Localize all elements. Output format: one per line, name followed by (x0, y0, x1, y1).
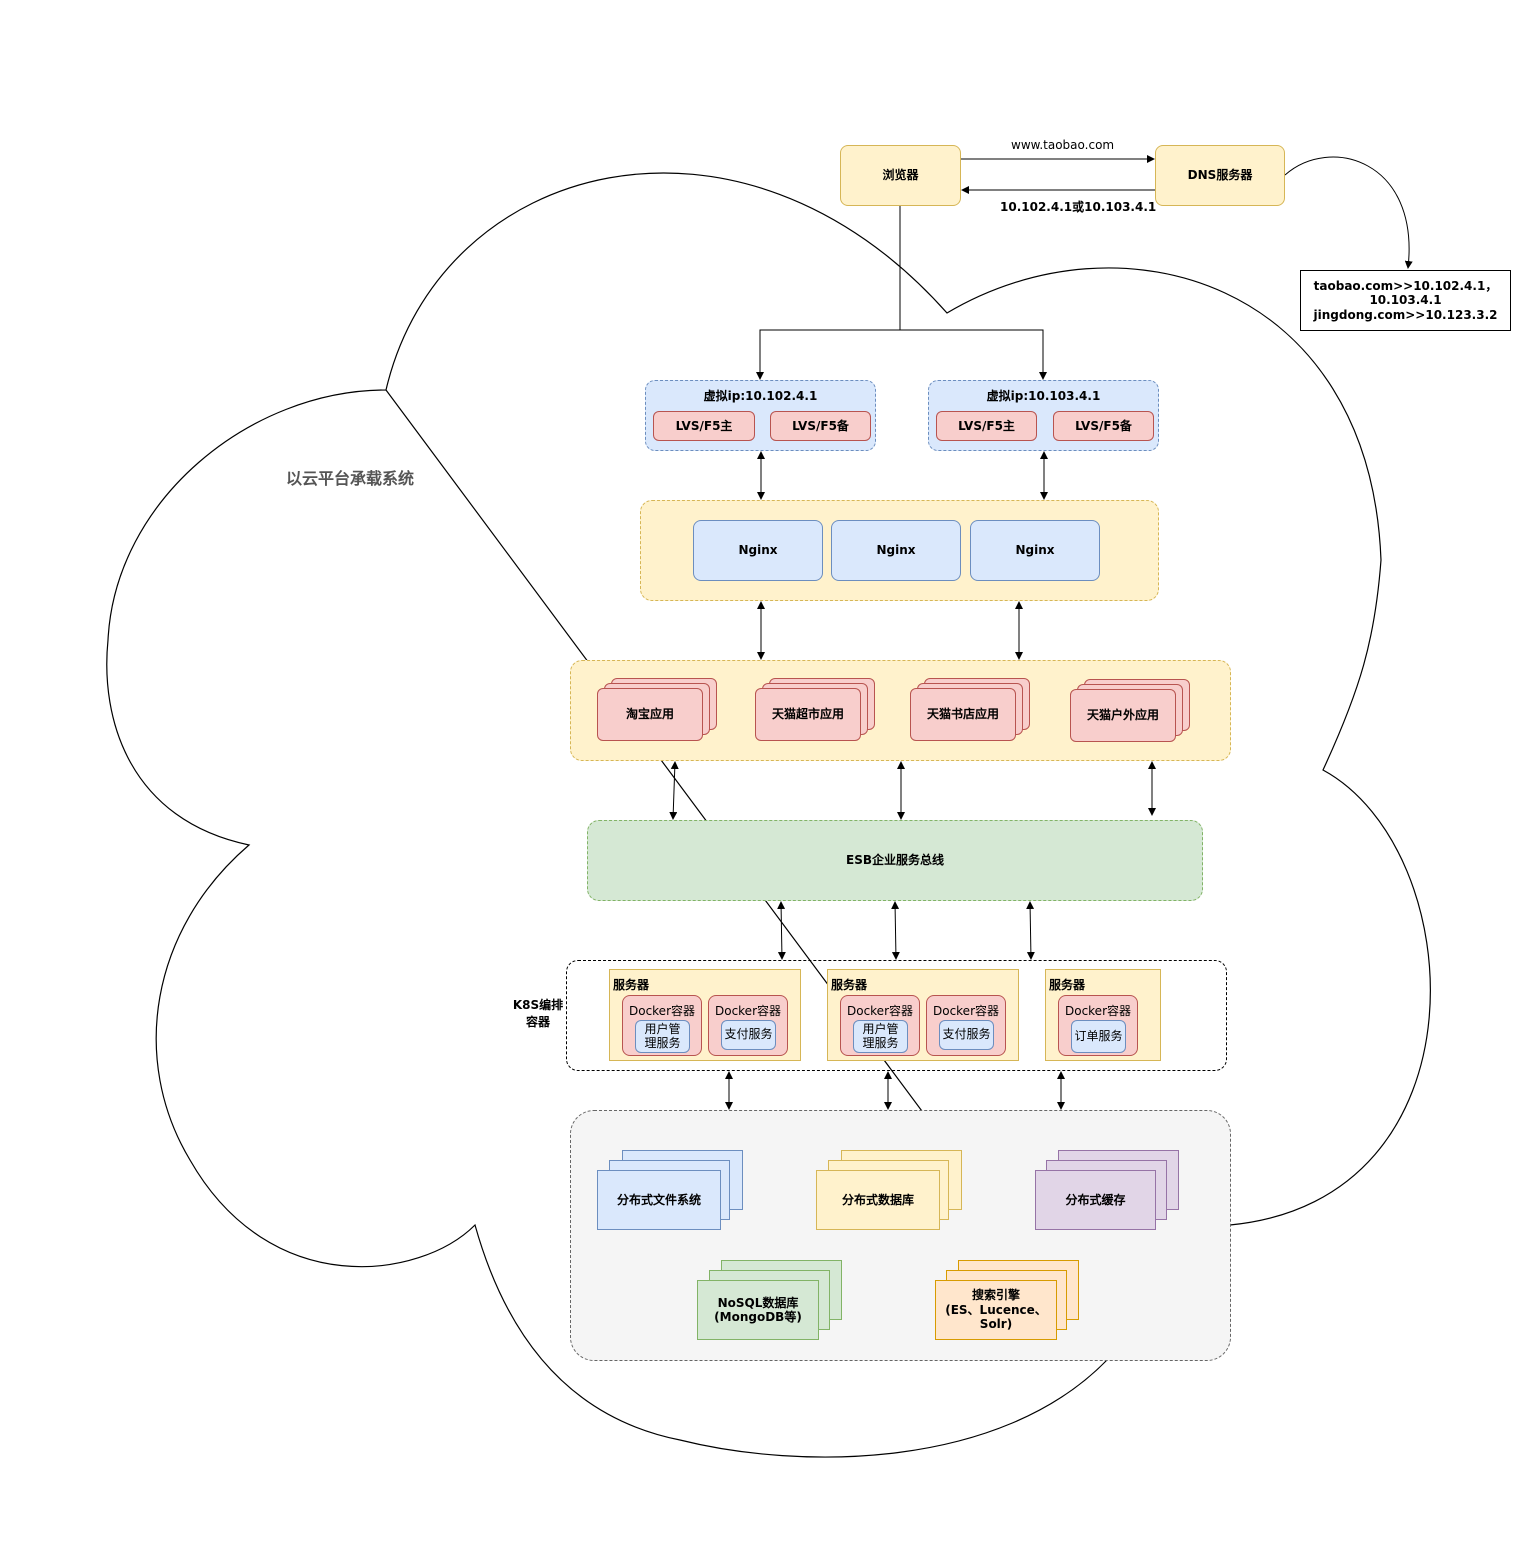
cloud-label: 以云平台承载系统 (286, 469, 415, 488)
cache-stack: 分布式缓存 (1035, 1150, 1181, 1231)
app-stack-tmall-market: 天猫超市应用 (755, 678, 876, 742)
browser-to-vip1-arrow (756, 329, 900, 380)
service-order[interactable]: 订单服务 (1071, 1020, 1126, 1053)
storage-layer (570, 1110, 1231, 1361)
service-payment[interactable]: 支付服务 (721, 1020, 776, 1050)
lvs-backup-button[interactable]: LVS/F5备 (1053, 411, 1154, 441)
k8s-cluster (566, 960, 1227, 1071)
vip-group-1: 虚拟ip:10.102.4.1 LVS/F5主 LVS/F5备 (645, 380, 876, 451)
ddb-stack: 分布式数据库 (816, 1150, 962, 1231)
esb-bus[interactable]: ESB企业服务总线 (587, 820, 1203, 901)
dns-record-line-2: jingdong.com>>10.123.3.2 (1313, 307, 1498, 322)
vip-group-title: 虚拟ip:10.102.4.1 (703, 389, 818, 403)
docker-title: Docker容器 (846, 1004, 914, 1018)
nosql-node[interactable]: NoSQL数据库 (MongoDB等) (697, 1280, 819, 1340)
esb-k8s-arrow-2 (891, 901, 900, 960)
dns-lookup-arrow (1284, 156, 1413, 269)
dns-record-line-1: taobao.com>>10.102.4.1，10.103.4.1 (1313, 278, 1498, 308)
service-user-mgmt[interactable]: 用户管理服务 (635, 1020, 690, 1053)
nginx-node-1[interactable]: Nginx (693, 520, 823, 581)
k8s-label: K8S编排容器 (512, 998, 564, 1029)
dns-server-node[interactable]: DNS服务器 (1155, 145, 1285, 206)
dns-record-table: taobao.com>>10.102.4.1，10.103.4.1 jingdo… (1300, 270, 1511, 331)
docker-container: Docker容器 支付服务 (926, 995, 1006, 1056)
docker-container: Docker容器 用户管理服务 (840, 995, 920, 1056)
nginx-node-2[interactable]: Nginx (831, 520, 961, 581)
dfs-stack: 分布式文件系统 (597, 1150, 743, 1231)
service-user-mgmt[interactable]: 用户管理服务 (853, 1020, 908, 1053)
app-stack-tmall-book: 天猫书店应用 (910, 678, 1031, 742)
cloud-shape (106, 172, 1431, 1458)
search-engine-node[interactable]: 搜索引擎 (ES、Lucence、 Solr) (935, 1280, 1057, 1340)
lvs-master-button[interactable]: LVS/F5主 (653, 411, 755, 441)
ddb-node[interactable]: 分布式数据库 (816, 1170, 940, 1230)
server-1: 服务器 Docker容器 用户管理服务 Docker容器 支付服务 (609, 969, 801, 1061)
server-2: 服务器 Docker容器 用户管理服务 Docker容器 支付服务 (827, 969, 1019, 1061)
server-title: 服务器 (831, 978, 868, 992)
server-3: 服务器 Docker容器 订单服务 (1045, 969, 1161, 1061)
response-label: 10.102.4.1或10.103.4.1 (1000, 200, 1157, 214)
app-tmall-outdoor[interactable]: 天猫户外应用 (1070, 689, 1176, 742)
service-payment[interactable]: 支付服务 (939, 1020, 994, 1050)
app-taobao[interactable]: 淘宝应用 (597, 688, 703, 741)
app-stack-taobao: 淘宝应用 (597, 678, 718, 742)
cache-node[interactable]: 分布式缓存 (1035, 1170, 1156, 1230)
apps-esb-arrow-1 (669, 761, 679, 820)
server-title: 服务器 (1049, 978, 1086, 992)
dfs-node[interactable]: 分布式文件系统 (597, 1170, 721, 1230)
request-label: www.taobao.com (1011, 138, 1115, 152)
esb-k8s-arrow-3 (1026, 901, 1035, 960)
vip-group-title: 虚拟ip:10.103.4.1 (986, 389, 1101, 403)
docker-container: Docker容器 用户管理服务 (622, 995, 702, 1056)
browser-to-vip2-arrow (900, 329, 1047, 380)
server-title: 服务器 (613, 978, 650, 992)
docker-container: Docker容器 支付服务 (708, 995, 788, 1056)
app-tmall-book[interactable]: 天猫书店应用 (910, 688, 1016, 741)
lvs-master-button[interactable]: LVS/F5主 (936, 411, 1037, 441)
search-stack: 搜索引擎 (ES、Lucence、 Solr) (935, 1260, 1081, 1341)
docker-title: Docker容器 (628, 1004, 696, 1018)
docker-title: Docker容器 (932, 1004, 1000, 1018)
app-stack-tmall-outdoor: 天猫户外应用 (1070, 679, 1191, 743)
lvs-backup-button[interactable]: LVS/F5备 (770, 411, 871, 441)
esb-k8s-arrow-1 (777, 901, 786, 960)
docker-title: Docker容器 (714, 1004, 782, 1018)
docker-title: Docker容器 (1064, 1004, 1132, 1018)
nosql-stack: NoSQL数据库 (MongoDB等) (697, 1260, 843, 1341)
browser-node[interactable]: 浏览器 (840, 145, 961, 206)
nginx-node-3[interactable]: Nginx (970, 520, 1100, 581)
docker-container: Docker容器 订单服务 (1058, 995, 1138, 1056)
vip-group-2: 虚拟ip:10.103.4.1 LVS/F5主 LVS/F5备 (928, 380, 1159, 451)
app-tmall-market[interactable]: 天猫超市应用 (755, 688, 861, 741)
